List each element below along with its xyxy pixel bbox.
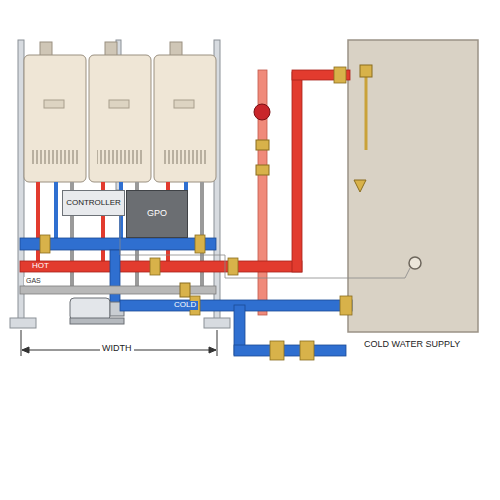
pipe-label: COLD	[172, 301, 198, 310]
storage-tank	[348, 40, 478, 332]
rack-frame	[10, 40, 230, 328]
controller-box: CONTROLLER	[62, 190, 125, 216]
pipe-label: HOT	[30, 262, 51, 271]
cold-manifold	[20, 235, 216, 305]
supply-label: COLD WATER SUPPLY	[362, 340, 462, 350]
box-label: GPO	[147, 209, 167, 219]
hot-pipe	[20, 67, 350, 275]
pump	[70, 298, 124, 324]
dimension-label: WIDTH	[100, 344, 134, 354]
water-heaters	[24, 42, 216, 182]
width-dimension	[21, 330, 217, 356]
pipe-label: GAS	[24, 277, 43, 285]
box-label: CONTROLLER	[66, 199, 121, 208]
gpo-box: GPO	[126, 190, 188, 238]
gas-pipe	[20, 283, 216, 297]
